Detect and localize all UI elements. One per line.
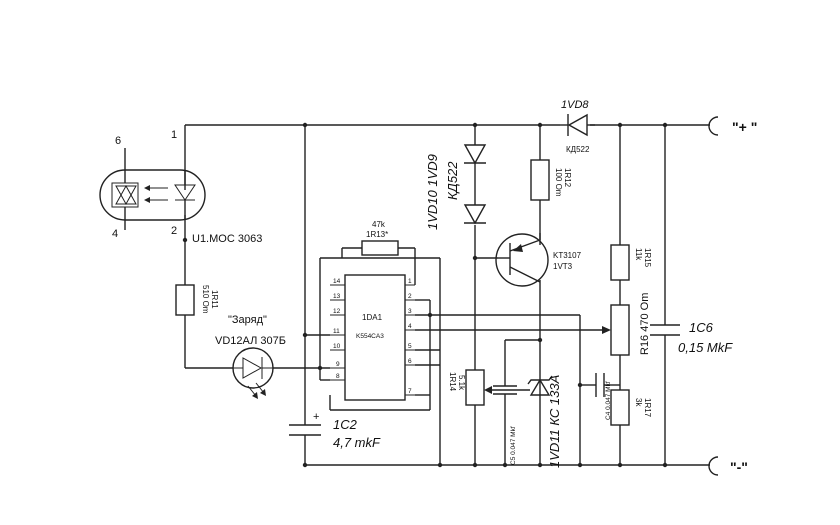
c2-value: 4,7 mkF — [333, 435, 381, 450]
ic-pin-11: 11 — [333, 328, 340, 335]
resistor-r15: 11k 1R15 — [610, 244, 652, 281]
capacitor-c4: C4 0.047 Mkf — [595, 373, 620, 420]
ic-pin-12: 12 — [333, 308, 341, 315]
r15-value: 11k — [634, 248, 643, 261]
opto-pin4: 4 — [112, 228, 118, 240]
ic-pin-5: 5 — [408, 343, 412, 350]
resistor-r13: 47k 1R13* — [361, 220, 399, 256]
r17-name: 1R17 — [643, 398, 652, 418]
r13-name: 1R13* — [366, 230, 388, 239]
ic-name: 1DA1 — [362, 313, 383, 322]
ic-da1: 14 13 12 11 10 9 8 1 2 3 4 5 6 7 1DA1 K5… — [330, 270, 416, 401]
ic-pin-14: 14 — [333, 278, 341, 285]
ic-pin-10: 10 — [333, 343, 341, 350]
ic-pin-2: 2 — [408, 293, 412, 300]
r11-value: 510 Om — [201, 285, 210, 314]
ic-pin-1: 1 — [408, 278, 412, 285]
c4-label: C4 0.047 Mkf — [605, 381, 612, 420]
c2-polarity: + — [313, 411, 319, 423]
led-label: "Заряд" — [228, 314, 267, 326]
transistor-type: KT3107 — [553, 251, 582, 260]
ic-pins-right: 1 2 3 4 5 6 7 — [405, 270, 416, 396]
ic-pin-8: 8 — [336, 373, 340, 380]
ic-pin-6: 6 — [408, 358, 412, 365]
ic-pin-13: 13 — [333, 293, 341, 300]
potentiometer-r14: 1R14 5.1k — [448, 369, 492, 406]
vd9-vd10-type: КД522 — [445, 161, 460, 200]
potentiometer-r16: R16 470 Om — [602, 293, 651, 356]
ic-type: K554CA3 — [356, 333, 384, 340]
opto-pin1: 1 — [171, 129, 177, 141]
r13-value: 47k — [372, 220, 386, 229]
r16-label: R16 470 Om — [639, 293, 651, 355]
r15-name: 1R15 — [643, 248, 652, 268]
vd9-vd10-names: 1VD10 1VD9 — [425, 154, 440, 230]
vd11-label: 1VD11 КС 133А — [547, 375, 562, 468]
terminal-minus: "-" — [708, 456, 748, 476]
resistor-r17: 3k 1R17 — [610, 389, 652, 426]
junction-dots — [182, 122, 668, 468]
resistor-r12: 100 Om 1R12 — [530, 159, 572, 201]
c6-value: 0,15 MkF — [678, 340, 733, 355]
led-name: VD12АЛ 307Б — [215, 335, 286, 347]
resistor-r11: 510 Om 1R11 — [175, 284, 219, 316]
zener-vd11: 1VD11 КС 133А — [527, 375, 562, 468]
opto-name: U1.MOC 3063 — [192, 233, 262, 245]
ic-pin-9: 9 — [336, 361, 340, 368]
terminal-plus: "+ " — [708, 116, 757, 136]
r12-name: 1R12 — [563, 168, 572, 188]
capacitor-c6: 1C6 0,15 MkF — [650, 320, 733, 355]
r11-name: 1R11 — [210, 290, 219, 309]
ic-pin-7: 7 — [408, 388, 412, 395]
opto-pin6: 6 — [115, 135, 121, 147]
c6-name: 1C6 — [689, 320, 714, 335]
r14-name: 1R14 — [448, 372, 457, 392]
vd8-type: КД522 — [566, 145, 590, 154]
capacitor-c5: C5 0.047 Mkf — [493, 385, 517, 465]
capacitor-c2: + 1C2 4,7 mkF — [289, 411, 381, 450]
c2-name: 1C2 — [333, 417, 358, 432]
r12-value: 100 Om — [554, 168, 563, 197]
r14-value: 5.1k — [457, 375, 466, 391]
terminal-plus-label: "+ " — [732, 119, 757, 135]
wires — [184, 124, 710, 466]
led-vd12: "Заряд" VD12АЛ 307Б — [215, 314, 286, 399]
opto-pin2: 2 — [171, 225, 177, 237]
vd8-name: 1VD8 — [561, 99, 589, 111]
diode-vd8: 1VD8 КД522 — [560, 99, 595, 154]
optocoupler: 6 4 1 2 U1.MOC 3063 — [99, 129, 262, 245]
diodes-vd9-vd10: 1VD10 1VD9 КД522 — [425, 144, 487, 230]
ic-pin-4: 4 — [408, 323, 412, 330]
ic-pin-3: 3 — [408, 308, 412, 315]
r17-value: 3k — [634, 398, 643, 407]
ic-pins-left: 14 13 12 11 10 9 8 — [330, 278, 345, 381]
transistor-vt3: KT3107 1VT3 — [495, 233, 582, 287]
terminal-minus-label: "-" — [730, 459, 748, 475]
transistor-name: 1VT3 — [553, 262, 573, 271]
c5-label: C5 0.047 Mkf — [510, 426, 517, 465]
